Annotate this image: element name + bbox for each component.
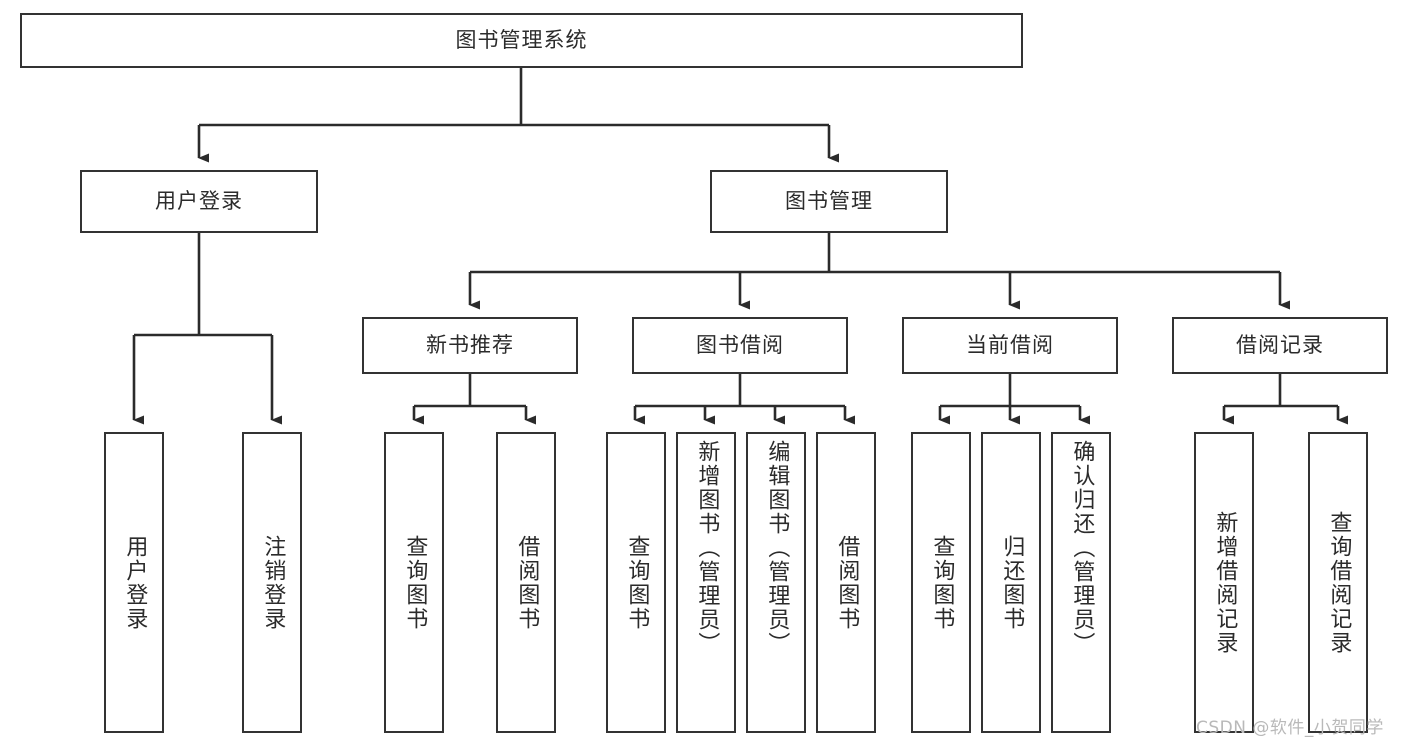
node-new-book-recommend[interactable]: 新书推荐 [362, 317, 578, 374]
node-new-book-recommend-label: 新书推荐 [426, 333, 514, 358]
node-leaf-edit-book-label: 编辑图书（管理员） [764, 440, 790, 656]
node-leaf-user-login[interactable]: 用户登录 [104, 432, 164, 733]
node-borrow-record-label: 借阅记录 [1236, 333, 1324, 358]
node-book-borrow-label: 图书借阅 [696, 333, 784, 358]
node-current-borrow-label: 当前借阅 [966, 333, 1054, 358]
node-leaf-query-book-3[interactable]: 查询图书 [911, 432, 971, 733]
node-root[interactable]: 图书管理系统 [20, 13, 1023, 68]
node-borrow-record[interactable]: 借阅记录 [1172, 317, 1388, 374]
node-leaf-edit-book[interactable]: 编辑图书（管理员） [746, 432, 806, 733]
node-leaf-return-book[interactable]: 归还图书 [981, 432, 1041, 733]
node-book-management-label: 图书管理 [785, 189, 873, 214]
node-leaf-borrow-book-2-label: 借阅图书 [834, 534, 860, 631]
node-leaf-user-login-label: 用户登录 [122, 534, 148, 631]
node-leaf-add-book-label: 新增图书（管理员） [694, 440, 720, 656]
node-leaf-query-book-1-label: 查询图书 [402, 534, 428, 631]
node-leaf-user-logout[interactable]: 注销登录 [242, 432, 302, 733]
node-leaf-confirm-return-label: 确认归还（管理员） [1069, 440, 1095, 656]
node-leaf-add-book[interactable]: 新增图书（管理员） [676, 432, 736, 733]
node-leaf-user-logout-label: 注销登录 [260, 534, 286, 631]
node-current-borrow[interactable]: 当前借阅 [902, 317, 1118, 374]
node-leaf-confirm-return[interactable]: 确认归还（管理员） [1051, 432, 1111, 733]
node-leaf-add-record-label: 新增借阅记录 [1212, 510, 1238, 655]
node-leaf-query-record-label: 查询借阅记录 [1326, 510, 1352, 655]
node-leaf-query-book-1[interactable]: 查询图书 [384, 432, 444, 733]
node-leaf-borrow-book-2[interactable]: 借阅图书 [816, 432, 876, 733]
node-user-login-label: 用户登录 [155, 189, 243, 214]
node-book-management[interactable]: 图书管理 [710, 170, 948, 233]
node-leaf-borrow-book-1-label: 借阅图书 [514, 534, 540, 631]
node-leaf-query-book-2-label: 查询图书 [624, 534, 650, 631]
node-root-label: 图书管理系统 [455, 28, 588, 53]
node-user-login[interactable]: 用户登录 [80, 170, 318, 233]
csdn-watermark: CSDN @软件_小贺同学 [1196, 718, 1384, 738]
node-leaf-query-book-3-label: 查询图书 [929, 534, 955, 631]
node-leaf-return-book-label: 归还图书 [999, 534, 1025, 631]
node-leaf-borrow-book-1[interactable]: 借阅图书 [496, 432, 556, 733]
node-leaf-query-book-2[interactable]: 查询图书 [606, 432, 666, 733]
node-leaf-query-record[interactable]: 查询借阅记录 [1308, 432, 1368, 733]
node-book-borrow[interactable]: 图书借阅 [632, 317, 848, 374]
node-leaf-add-record[interactable]: 新增借阅记录 [1194, 432, 1254, 733]
